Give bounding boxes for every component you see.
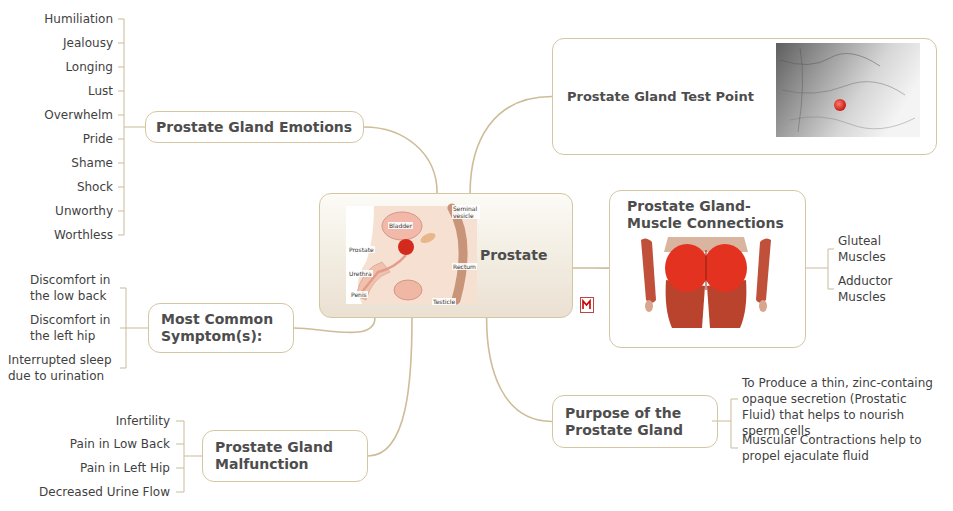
anatomy-label: Penis — [350, 291, 368, 298]
label-anchor: Pain in Left Hip — [80, 460, 170, 476]
leaf-label: Discomfort in the left hip — [30, 312, 122, 344]
leaf-label: Pain in Left Hip — [80, 460, 170, 476]
topic-title: Purpose of the Prostate Gland — [565, 405, 705, 439]
branch-lines — [118, 19, 834, 492]
leaf-label: Discomfort in the low back — [30, 272, 122, 304]
link-icon — [581, 298, 594, 313]
label-anchor: Jealousy — [63, 35, 113, 51]
label-anchor: Testicle — [432, 289, 456, 308]
branch-connector — [470, 97, 552, 194]
label-anchor: Worthless — [54, 227, 113, 243]
leaf-label: Shame — [71, 155, 113, 171]
label-anchor: Urethra — [348, 261, 373, 280]
leaf-label: Gluteal Muscles — [838, 233, 900, 265]
label-anchor: Discomfort in the low back — [30, 272, 122, 304]
leaf-label: Shock — [77, 179, 113, 195]
label-anchor: Shame — [71, 155, 113, 171]
label-anchor: Humiliation — [44, 11, 113, 27]
leaf-label: Interrupted sleep due to urination — [8, 352, 118, 384]
label-anchor: Decreased Urine Flow — [39, 484, 170, 500]
label-anchor: Gluteal Muscles — [838, 233, 900, 265]
anatomy-label: Bladder — [388, 222, 413, 229]
topic-box: Prostate Gland Emotions — [145, 111, 364, 143]
central-topic-fill — [320, 194, 573, 318]
leaf-label: Longing — [65, 59, 113, 75]
leaf-label: Worthless — [54, 227, 113, 243]
label-anchor: Infertility — [116, 413, 170, 429]
leaf-label: To Produce a thin, zinc-containg opaque … — [742, 375, 942, 439]
topic-title: Prostate Gland Test Point — [567, 88, 754, 105]
leaf-label: Infertility — [116, 413, 170, 429]
label-anchor: To Produce a thin, zinc-containg opaque … — [742, 375, 942, 439]
topic-box: Prostate Gland Malfunction — [202, 430, 368, 482]
test-point-photo — [776, 43, 920, 137]
branch-connector — [573, 267, 609, 269]
label-anchor: Prostate — [348, 237, 375, 256]
leaf-label: Unworthy — [55, 203, 113, 219]
topic-title: Prostate — [480, 247, 547, 264]
topic-box: Purpose of the Prostate Gland — [552, 395, 718, 448]
label-anchor: Rectum — [452, 254, 477, 273]
label-anchor: Overwhelm — [44, 107, 113, 123]
branch-connector — [368, 318, 412, 456]
label-anchor: Longing — [65, 59, 113, 75]
leaf-label: Lust — [88, 83, 113, 99]
anatomy-label: Testicle — [432, 298, 456, 305]
label-anchor: Muscular Contractions help to propel eja… — [742, 432, 942, 464]
leaf-label: Overwhelm — [44, 107, 113, 123]
topic-title: Prostate Gland Emotions — [156, 119, 352, 136]
label-anchor: Pain in Low Back — [70, 436, 170, 452]
label-anchor: Seminal vesicle — [452, 203, 480, 222]
leaf-label: Pain in Low Back — [70, 436, 170, 452]
muscle-figure — [636, 237, 776, 328]
leaf-label: Decreased Urine Flow — [39, 484, 170, 500]
topic-box: Prostate Gland- Muscle Connections — [609, 190, 806, 348]
label-anchor: Pride — [83, 131, 113, 147]
label-anchor: Adductor Muscles — [838, 273, 900, 305]
label-anchor: Interrupted sleep due to urination — [8, 352, 118, 384]
topic-title: Prostate Gland- Muscle Connections — [627, 198, 799, 232]
leaf-label: Pride — [83, 131, 113, 147]
label-anchor: Shock — [77, 179, 113, 195]
anatomy-label: Prostate — [348, 246, 375, 253]
topic-box: Prostate Gland Test Point — [552, 38, 937, 155]
anatomy-label: Seminal vesicle — [452, 205, 480, 219]
label-anchor: Discomfort in the left hip — [30, 312, 122, 344]
label-anchor: Penis — [350, 282, 368, 301]
leaf-label: Humiliation — [44, 11, 113, 27]
leaf-label: Muscular Contractions help to propel eja… — [742, 432, 942, 464]
leaf-label: Jealousy — [63, 35, 113, 51]
topic-title: Prostate Gland Malfunction — [215, 439, 355, 473]
anatomy-illustration — [346, 206, 477, 304]
anatomy-label: Rectum — [452, 263, 477, 270]
branch-connector — [294, 318, 375, 332]
branch-connector — [364, 127, 437, 193]
leaf-label: Adductor Muscles — [838, 273, 900, 305]
topic-box: Most Common Symptom(s): — [148, 303, 294, 353]
topic-title: Most Common Symptom(s): — [161, 311, 281, 345]
anatomy-label: Urethra — [348, 270, 373, 277]
label-anchor: Lust — [88, 83, 113, 99]
label-anchor: Unworthy — [55, 203, 113, 219]
label-anchor: Bladder — [388, 213, 413, 232]
branch-connector — [487, 318, 552, 422]
